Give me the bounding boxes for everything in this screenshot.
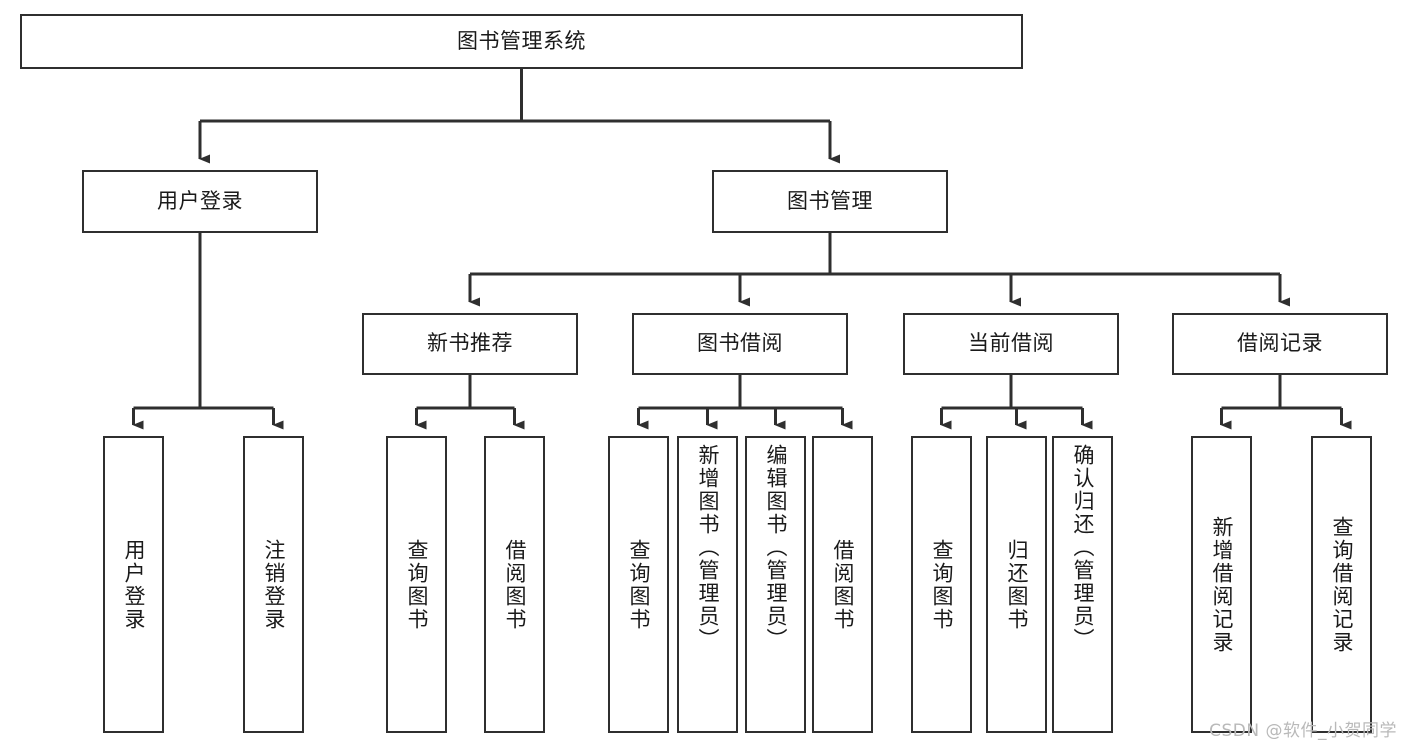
node-leaf-confirm-return-label: 确认归还（管理员） xyxy=(1071,444,1095,651)
node-leaf-query-record[interactable]: 查询借阅记录 xyxy=(1311,436,1372,733)
node-leaf-query-record-label: 查询借阅记录 xyxy=(1330,515,1354,654)
node-leaf-add-book-label: 新增图书（管理员） xyxy=(696,444,720,651)
node-leaf-query-book-3-label: 查询图书 xyxy=(930,538,954,631)
node-leaf-return-book[interactable]: 归还图书 xyxy=(986,436,1047,733)
node-leaf-logout-label: 注销登录 xyxy=(262,538,286,631)
node-leaf-borrow-book-1[interactable]: 借阅图书 xyxy=(484,436,545,733)
node-leaf-borrow-book-1-label: 借阅图书 xyxy=(503,538,527,631)
node-current-borrow-label: 当前借阅 xyxy=(968,331,1054,356)
node-leaf-borrow-book-2[interactable]: 借阅图书 xyxy=(812,436,873,733)
node-book-manage[interactable]: 图书管理 xyxy=(712,170,948,233)
node-leaf-return-book-label: 归还图书 xyxy=(1005,538,1029,631)
node-book-borrow[interactable]: 图书借阅 xyxy=(632,313,848,375)
node-borrow-record[interactable]: 借阅记录 xyxy=(1172,313,1388,375)
node-user-login-label: 用户登录 xyxy=(157,188,243,213)
node-leaf-query-book-2-label: 查询图书 xyxy=(627,538,651,631)
node-leaf-borrow-book-2-label: 借阅图书 xyxy=(831,538,855,631)
node-leaf-logout[interactable]: 注销登录 xyxy=(243,436,304,733)
node-user-login[interactable]: 用户登录 xyxy=(82,170,318,233)
node-borrow-record-label: 借阅记录 xyxy=(1237,331,1323,356)
node-leaf-edit-book-label: 编辑图书（管理员） xyxy=(764,444,788,651)
node-new-book-recommend[interactable]: 新书推荐 xyxy=(362,313,578,375)
node-root[interactable]: 图书管理系统 xyxy=(20,14,1023,69)
node-leaf-query-book-2[interactable]: 查询图书 xyxy=(608,436,669,733)
node-leaf-add-book[interactable]: 新增图书（管理员） xyxy=(677,436,738,733)
node-new-book-recommend-label: 新书推荐 xyxy=(427,331,513,356)
node-leaf-edit-book[interactable]: 编辑图书（管理员） xyxy=(745,436,806,733)
node-leaf-confirm-return[interactable]: 确认归还（管理员） xyxy=(1052,436,1113,733)
node-leaf-add-record-label: 新增借阅记录 xyxy=(1210,515,1234,654)
node-leaf-query-book-3[interactable]: 查询图书 xyxy=(911,436,972,733)
node-book-borrow-label: 图书借阅 xyxy=(697,331,783,356)
connector-lines xyxy=(132,69,1352,430)
node-leaf-query-book-1[interactable]: 查询图书 xyxy=(386,436,447,733)
node-leaf-user-login[interactable]: 用户登录 xyxy=(103,436,164,733)
node-leaf-add-record[interactable]: 新增借阅记录 xyxy=(1191,436,1252,733)
node-current-borrow[interactable]: 当前借阅 xyxy=(903,313,1119,375)
node-root-label: 图书管理系统 xyxy=(457,28,586,53)
node-book-manage-label: 图书管理 xyxy=(787,188,873,213)
node-leaf-query-book-1-label: 查询图书 xyxy=(405,538,429,631)
node-leaf-user-login-label: 用户登录 xyxy=(122,538,146,631)
